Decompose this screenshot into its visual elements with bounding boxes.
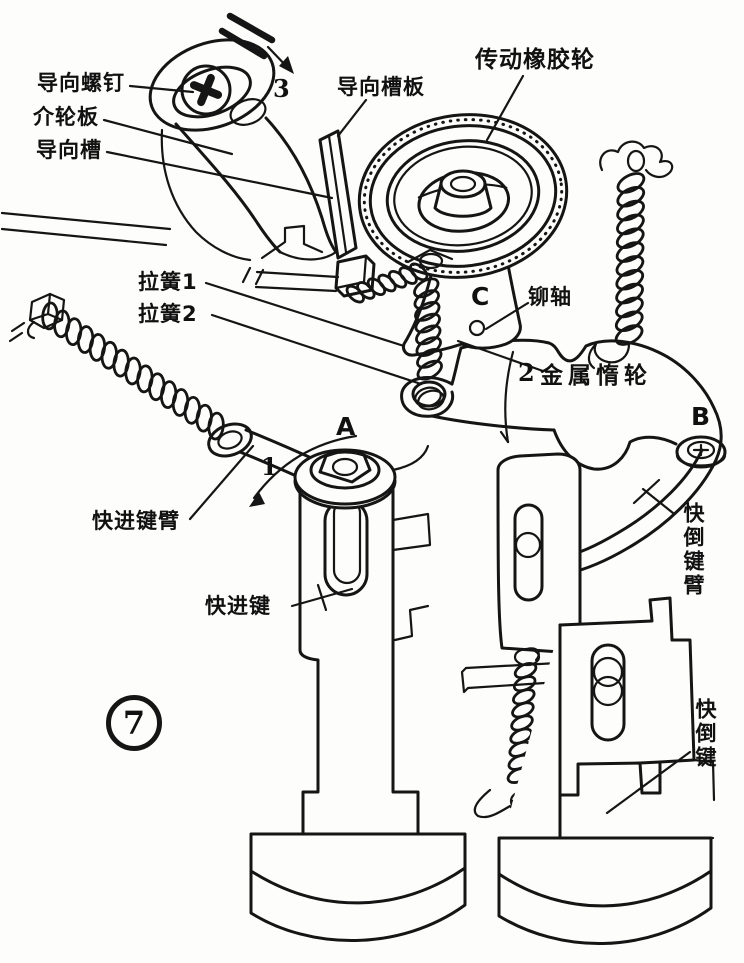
num-2: 2: [518, 358, 536, 387]
leader-lines: [102, 74, 692, 815]
tension-spring-2: [411, 277, 447, 408]
spring-mount-bracket: [406, 248, 454, 270]
motion-arc-1: [249, 434, 358, 507]
label-ff-key-arm: 快进键臂: [92, 509, 180, 533]
rew-key-button: [497, 836, 713, 945]
figure-number-badge: 7: [106, 695, 162, 751]
ff-key-post: [293, 444, 432, 836]
direction-arrow: [218, 12, 294, 74]
wheel-hub: [433, 169, 493, 218]
ff-key-button: [249, 832, 467, 942]
label-idler-wheel-plate: 介轮板: [33, 105, 99, 129]
label-drive-rubber-wheel: 传动橡胶轮: [475, 47, 595, 73]
label-tension-spring-2: 拉簧2: [138, 302, 198, 326]
label-rivet-shaft: 铆轴: [528, 285, 572, 309]
motion-arc-2: [499, 350, 515, 444]
label-guide-slot-plate: 导向槽板: [337, 75, 425, 99]
point-c: C: [471, 282, 491, 311]
label-guide-slot: 导向槽: [36, 138, 102, 162]
num-3: 3: [273, 74, 291, 103]
rew-key-body: [501, 596, 716, 840]
label-rew-key-arm: 快倒键臂: [681, 502, 706, 598]
label-rew-key: 快倒键: [693, 698, 718, 770]
num-1: 1: [261, 452, 279, 481]
point-b: B: [691, 402, 712, 431]
point-a: A: [336, 412, 357, 441]
label-metal-idler-wheel: 金属惰轮: [540, 363, 652, 389]
right-tall-spring: [587, 140, 674, 370]
label-guide-screw: 导向螺钉: [37, 71, 125, 95]
label-ff-key: 快进键: [205, 594, 271, 618]
label-tension-spring-1: 拉簧1: [138, 270, 198, 294]
left-long-spring: [8, 292, 225, 441]
middle-plate: [496, 452, 582, 654]
spring-anchor-block: [241, 254, 376, 298]
guide-slot-plate: [318, 129, 358, 260]
